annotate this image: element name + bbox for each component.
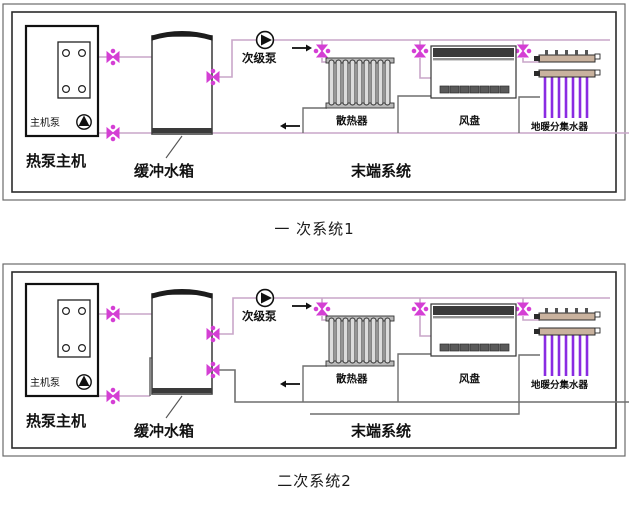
secondary-system-diagram: 主机泵 热泵主机 缓冲水箱 次级泵 — [0, 262, 629, 462]
radiator-icon[interactable] — [325, 57, 395, 109]
pipe-valve-to-radiator — [321, 58, 327, 63]
buffer-tank-leader-line — [165, 135, 183, 159]
valve-hp-supply[interactable] — [106, 305, 120, 323]
valve-hp-supply[interactable] — [106, 48, 120, 66]
manifold-label: 地暖分集水器 — [531, 379, 589, 391]
fan-coil-icon[interactable] — [430, 45, 517, 99]
buffer-tank-icon[interactable] — [151, 31, 213, 135]
return-flow-arrow — [280, 122, 300, 130]
fan-coil-label: 风盘 — [459, 372, 480, 385]
valve-tank-outlet[interactable] — [206, 68, 220, 86]
heat-pump-unit[interactable]: 主机泵 — [24, 24, 100, 138]
heat-pump-label: 热泵主机 — [26, 412, 86, 430]
valve-tank-lower-outlet[interactable] — [206, 361, 220, 379]
valve-fancoil[interactable] — [411, 302, 429, 316]
pipe-valve-to-fancoil — [419, 316, 432, 337]
floor-heating-manifold-icon[interactable] — [534, 308, 601, 376]
valve-hp-return[interactable] — [106, 124, 120, 142]
pipe-valve-to-fancoil — [419, 58, 432, 79]
heat-pump-unit[interactable]: 主机泵 — [24, 282, 100, 398]
pipe-fancoil-return — [397, 353, 432, 402]
fan-coil-label: 风盘 — [459, 114, 480, 127]
supply-flow-arrow — [292, 44, 312, 52]
valve-hp-return[interactable] — [106, 387, 120, 405]
secondary-pump-label: 次级泵 — [242, 309, 277, 323]
terminal-system-label: 末端系统 — [351, 162, 411, 180]
manifold-label: 地暖分集水器 — [531, 121, 589, 133]
pump-triangle-icon — [76, 374, 92, 390]
pipe-fancoil-return — [397, 95, 432, 133]
buffer-tank-label: 缓冲水箱 — [134, 162, 194, 180]
floor-heating-manifold-icon[interactable] — [534, 50, 601, 118]
return-piping — [302, 353, 540, 415]
plate-heat-exchanger-icon — [57, 41, 91, 99]
main-pump-label: 主机泵 — [30, 376, 60, 389]
pipe-manifold-return — [518, 96, 540, 133]
valve-radiator[interactable] — [313, 44, 331, 58]
pump-circle-icon[interactable] — [255, 30, 275, 50]
valve-radiator[interactable] — [313, 302, 331, 316]
valve-group[interactable] — [106, 302, 532, 405]
heat-pump-label: 热泵主机 — [26, 152, 86, 170]
pipe-valve-to-manifold — [522, 58, 540, 63]
radiator-icon[interactable] — [325, 315, 395, 367]
buffer-tank-leader-line — [165, 395, 183, 419]
valve-group[interactable] — [106, 44, 532, 142]
diagram-inner-frame — [11, 271, 617, 449]
pipe-valve-to-radiator — [321, 316, 327, 321]
pipe-tank-return-loop — [213, 369, 629, 403]
diagram-inner-frame — [11, 11, 617, 193]
buffer-tank-label: 缓冲水箱 — [134, 422, 194, 440]
valve-fancoil[interactable] — [411, 44, 429, 58]
pipe-radiator-return — [302, 107, 327, 133]
supply-flow-arrow — [292, 302, 312, 310]
return-piping — [302, 95, 540, 133]
radiator-label: 散热器 — [336, 372, 368, 385]
radiator-label: 散热器 — [336, 114, 368, 127]
pipe-tank-to-secondary-pump — [213, 39, 256, 78]
buffer-tank-icon[interactable] — [151, 289, 213, 395]
primary-system-diagram: 主机泵 热泵主机 缓冲水箱 次级泵 — [0, 0, 629, 205]
pipe-tank-to-secondary-pump — [213, 297, 256, 335]
pipe-valve-to-manifold — [522, 316, 540, 321]
terminal-system-label: 末端系统 — [351, 422, 411, 440]
pipe-radiator-return — [302, 365, 327, 402]
plate-heat-exchanger-icon — [57, 299, 91, 358]
pump-circle-icon[interactable] — [255, 288, 275, 308]
diagram2-caption: 二次系统2 — [277, 472, 352, 490]
main-pump-label: 主机泵 — [30, 116, 60, 129]
pipe-manifold-return — [310, 354, 540, 415]
return-flow-arrow — [280, 380, 300, 388]
secondary-pump-label: 次级泵 — [242, 51, 277, 65]
diagram1-caption: 一 次系统1 — [274, 220, 355, 238]
pump-triangle-icon — [76, 114, 92, 130]
valve-tank-upper-outlet[interactable] — [206, 325, 220, 343]
fan-coil-icon[interactable] — [430, 303, 517, 357]
